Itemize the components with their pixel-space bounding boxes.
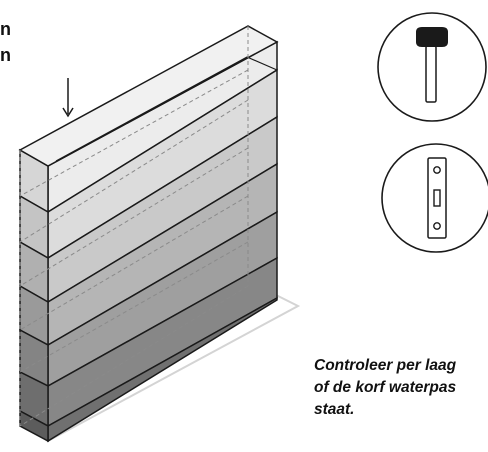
- hidden-edges: [19, 26, 249, 427]
- spirit-level-icon: [381, 143, 488, 253]
- caption-line-3: staat.: [314, 401, 355, 418]
- label-line-1: n: [0, 19, 11, 39]
- label-line-2: n: [0, 45, 11, 65]
- gabion-front-face: [47, 40, 278, 443]
- down-arrow-icon: [62, 78, 74, 118]
- caption-line-1: Controleer per laag: [314, 357, 457, 374]
- rubber-mallet-icon: [377, 12, 487, 122]
- gabion-top-face: [18, 25, 279, 167]
- caption-line-2: of de korf waterpas: [314, 379, 457, 396]
